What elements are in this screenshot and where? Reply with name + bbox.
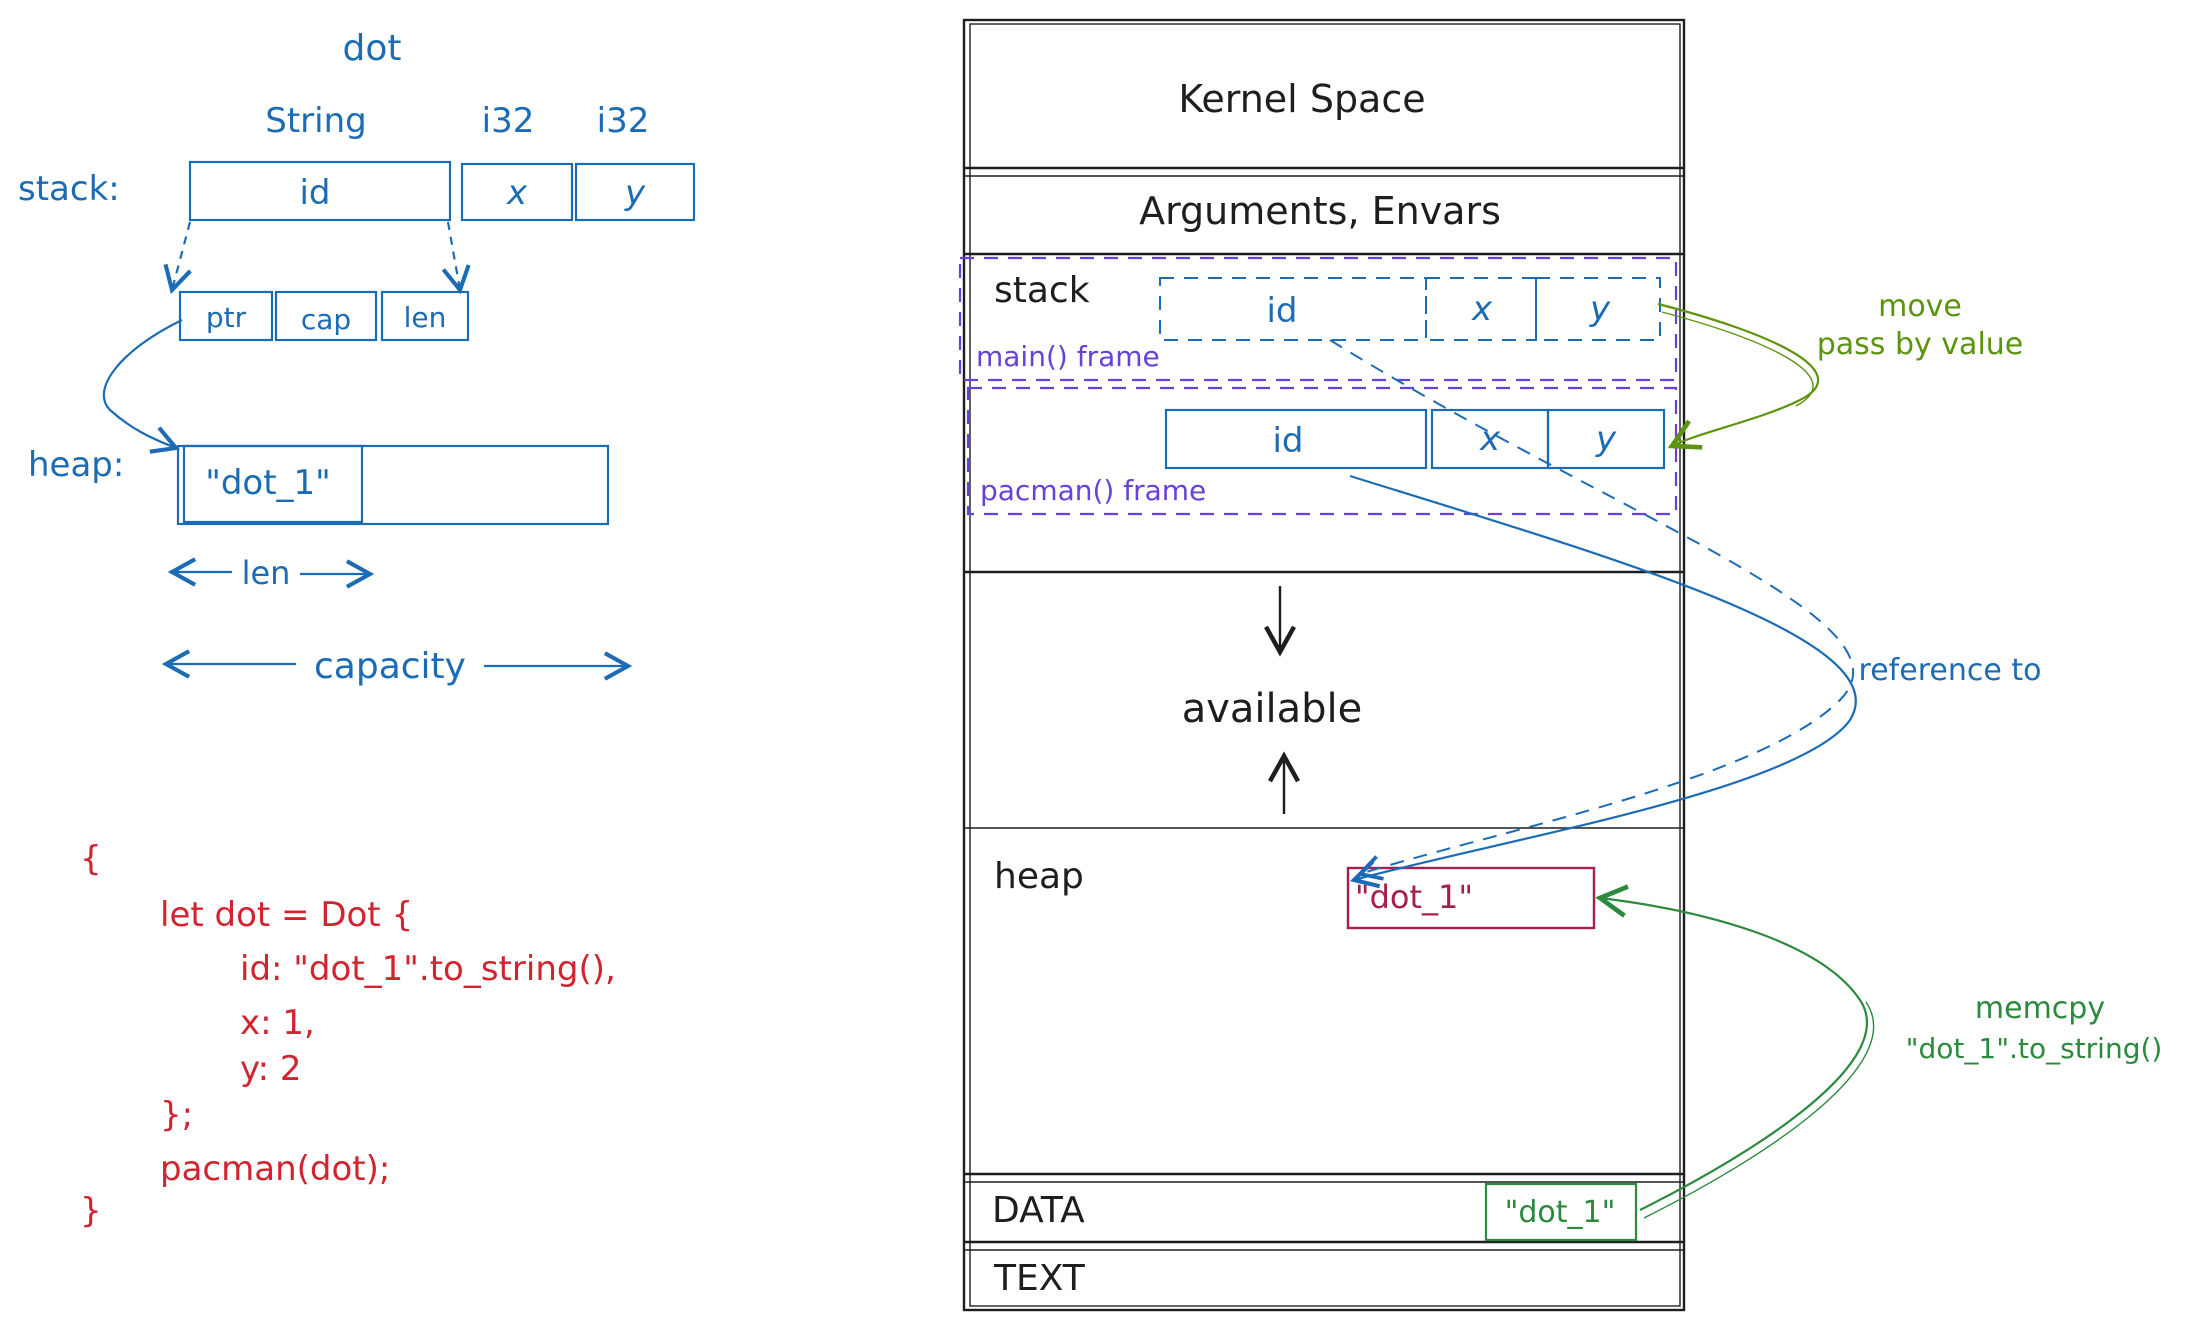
move-label: move — [1878, 289, 1962, 324]
available-label: available — [1182, 686, 1363, 732]
capacity-label: capacity — [314, 646, 466, 687]
main-x-box — [1425, 277, 1537, 341]
len-arrow-label: len — [242, 554, 291, 592]
code-block: { let dot = Dot { id: "dot_1".to_string(… — [80, 839, 616, 1231]
main-x-label: x — [1471, 289, 1493, 329]
memcpy-expression-label: "dot_1".to_string() — [1906, 1032, 2163, 1065]
heap-string-box — [1346, 866, 1596, 930]
memory-layout: Kernel Space Arguments, Envars stack mai… — [958, 18, 1686, 1312]
memcpy-label: memcpy — [1975, 991, 2105, 1026]
ptr-to-heap-arrow — [102, 319, 183, 454]
arguments-envars-label: Arguments, Envars — [1139, 189, 1501, 233]
heap-buffer-box — [176, 444, 610, 526]
len-box — [380, 290, 470, 342]
stack-label: stack: — [18, 169, 120, 209]
annotations: move pass by value reference to memcpy "… — [1817, 289, 2163, 1065]
code-line: id: "dot_1".to_string(), — [240, 949, 616, 989]
stack-section-label: stack — [994, 270, 1090, 311]
memory-column-inner — [969, 23, 1681, 1307]
heap-label: heap: — [28, 445, 124, 485]
code-line: y: 2 — [240, 1049, 302, 1089]
x-field-label: x — [506, 173, 528, 213]
connectors — [1329, 302, 1875, 1219]
pacman-id-label: id — [1272, 421, 1303, 461]
ptr-box — [178, 290, 274, 342]
struct-layout: dot String i32 i32 stack: id x y ptr cap… — [18, 28, 696, 687]
memcpy-arrow-shadow — [1643, 1001, 1875, 1219]
code-line: { — [80, 839, 102, 879]
main-frame-box — [958, 256, 1678, 382]
expand-line-left — [163, 221, 192, 295]
id-field-label: id — [299, 173, 330, 213]
heap-value-label: "dot_1" — [205, 463, 331, 503]
data-string-label: "dot_1" — [1505, 1195, 1616, 1230]
main-id-label: id — [1266, 291, 1297, 331]
move-arrow — [1657, 302, 1819, 450]
heap-used-box — [182, 444, 364, 524]
struct-title: dot — [343, 28, 402, 69]
reference-to-label: reference to — [1859, 653, 2042, 688]
len-label: len — [404, 301, 447, 334]
pacman-x-label: x — [1479, 419, 1501, 459]
pacman-y-box — [1546, 408, 1666, 470]
type-string-label: String — [265, 101, 366, 141]
pass-by-value-label: pass by value — [1817, 327, 2024, 362]
memcpy-arrow — [1595, 884, 1868, 1211]
y-field-label: y — [624, 173, 646, 213]
type-i32-label: i32 — [482, 101, 535, 141]
main-y-box — [1535, 277, 1661, 341]
expand-line-right — [441, 221, 471, 295]
pacman-frame-box — [966, 386, 1678, 516]
pacman-id-box — [1164, 408, 1428, 470]
main-frame-label: main() frame — [976, 340, 1160, 373]
pacman-frame-label: pacman() frame — [980, 474, 1206, 507]
type-i32-label: i32 — [597, 101, 650, 141]
main-y-label: y — [1589, 289, 1611, 329]
x-field-box — [460, 162, 574, 222]
main-reference-arrow — [1329, 339, 1855, 881]
heap-section-label: heap — [994, 856, 1084, 897]
y-field-box — [574, 162, 696, 222]
pacman-y-label: y — [1595, 419, 1617, 459]
code-line: }; — [160, 1095, 193, 1135]
kernel-space-label: Kernel Space — [1178, 77, 1425, 121]
ptr-label: ptr — [206, 301, 247, 334]
pacman-reference-arrow — [1349, 474, 1857, 889]
code-line: x: 1, — [240, 1003, 315, 1043]
move-arrow-shadow — [1661, 311, 1814, 407]
data-section-label: DATA — [992, 1190, 1085, 1231]
cap-label: cap — [301, 303, 351, 336]
text-section-label: TEXT — [993, 1258, 1086, 1299]
cap-box — [274, 290, 378, 342]
heap-string-label: "dot_1" — [1355, 878, 1473, 916]
data-string-box — [1484, 1182, 1638, 1242]
id-field-box — [188, 160, 452, 222]
code-line: } — [80, 1191, 102, 1231]
code-line: pacman(dot); — [160, 1149, 390, 1189]
memory-column — [962, 18, 1686, 1312]
code-line: let dot = Dot { — [160, 895, 413, 935]
